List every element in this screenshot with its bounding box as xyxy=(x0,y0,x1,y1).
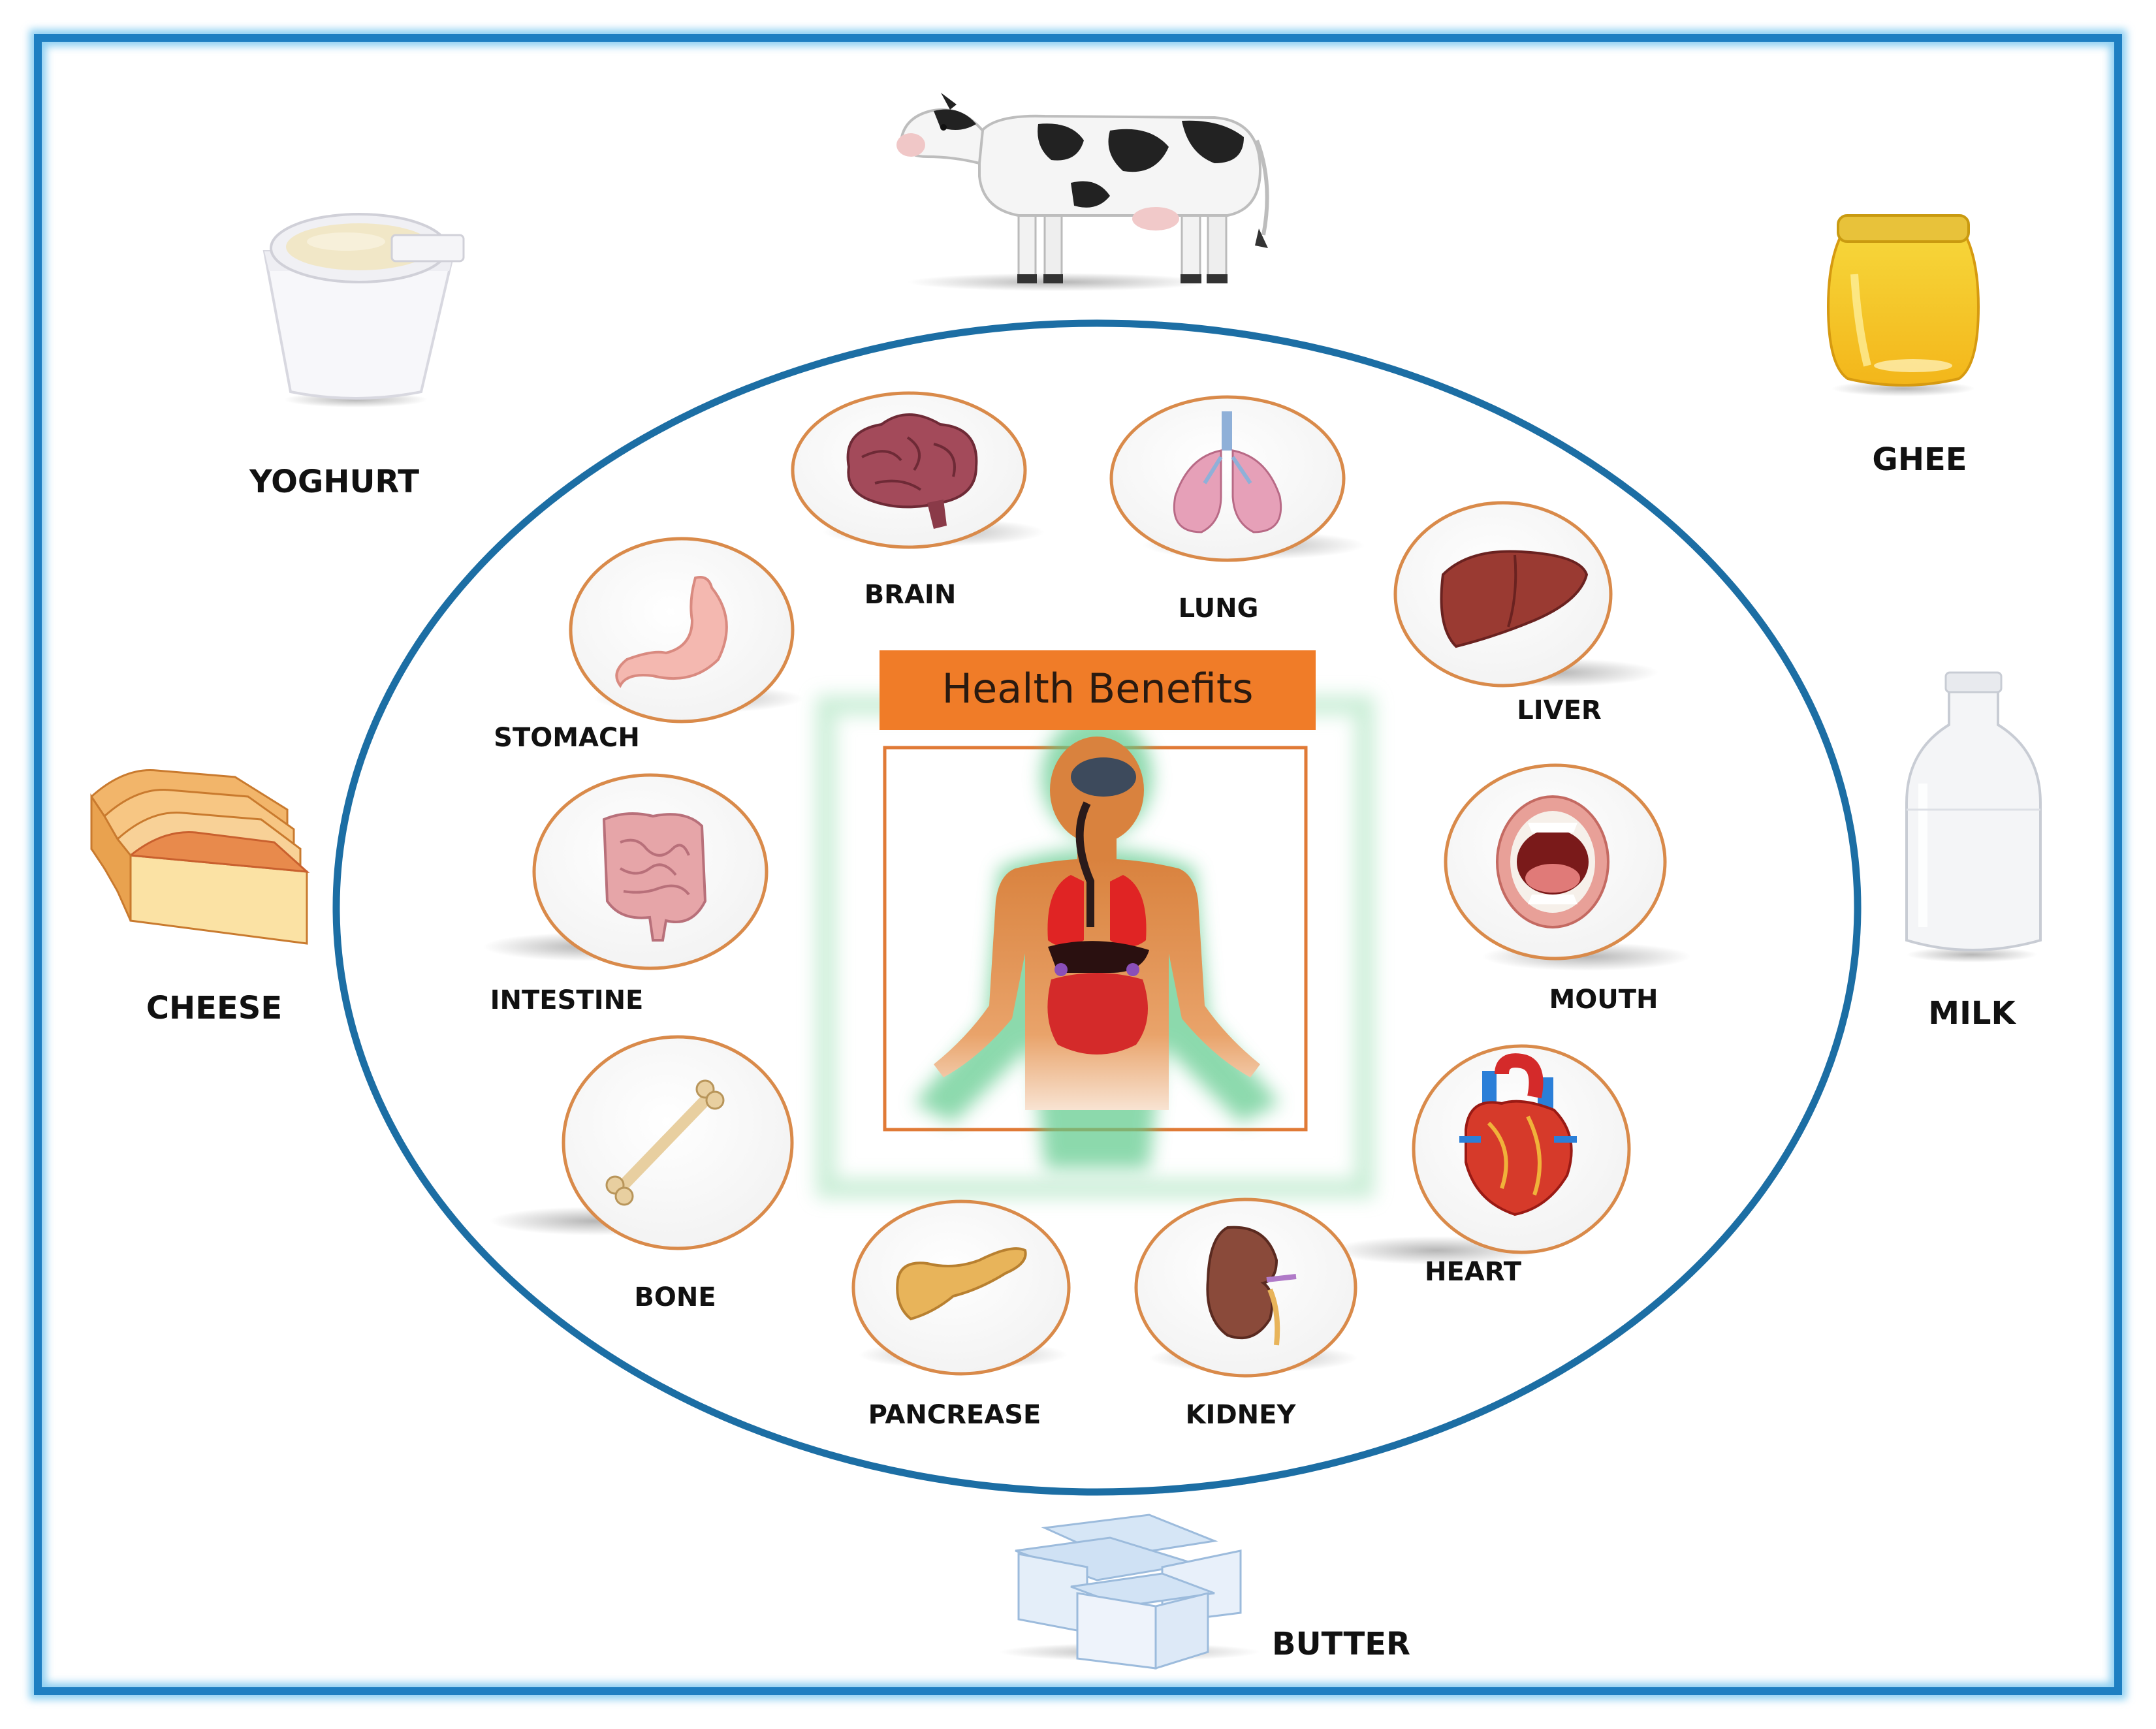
pancreas-icon xyxy=(896,1247,1027,1321)
human-body-panel: Health Benefits xyxy=(816,650,1374,1198)
diagram-title: Health Benefits xyxy=(942,665,1253,712)
lung-label: LUNG xyxy=(1179,594,1259,624)
outer-frame xyxy=(29,29,2127,1700)
heart-label: HEART xyxy=(1425,1257,1522,1287)
stomach-icon xyxy=(615,576,728,688)
bone-node xyxy=(490,1035,794,1250)
pancreas-label: PANCREASE xyxy=(868,1400,1041,1430)
brain-icon xyxy=(846,413,978,529)
liver-icon xyxy=(1440,550,1589,648)
ghee-jar-illustration xyxy=(1826,214,1980,396)
mouth-node xyxy=(1444,763,1691,971)
heart-icon xyxy=(1459,1053,1577,1216)
lung-node xyxy=(1109,395,1365,562)
bone-icon xyxy=(605,1079,725,1206)
yoghurt-label: YOGHURT xyxy=(249,464,419,500)
kidney-node xyxy=(1134,1198,1358,1378)
milk-label: MILK xyxy=(1928,995,2016,1032)
butter-label: BUTTER xyxy=(1272,1626,1410,1662)
title-banner xyxy=(880,650,1316,730)
human-body-figure xyxy=(934,737,1260,1110)
stomach-label: STOMACH xyxy=(494,723,640,753)
liver-label: LIVER xyxy=(1517,695,1601,725)
pancreas-node xyxy=(851,1199,1071,1376)
intestine-label: INTESTINE xyxy=(490,985,644,1015)
heart-node xyxy=(1332,1044,1631,1265)
cow-illustration xyxy=(896,93,1269,291)
kidney-label: KIDNEY xyxy=(1186,1400,1297,1430)
cheese-slices-illustration xyxy=(90,769,310,945)
central-ellipse xyxy=(332,319,1862,1496)
lung-icon xyxy=(1173,411,1282,533)
intestine-node xyxy=(483,773,769,970)
brain-node xyxy=(791,391,1045,549)
intestine-icon xyxy=(602,812,707,942)
mouth-icon xyxy=(1496,795,1609,928)
stomach-node xyxy=(569,537,803,723)
yoghurt-cup-illustration xyxy=(262,213,465,407)
brain-label: BRAIN xyxy=(864,580,957,610)
ghee-label: GHEE xyxy=(1872,441,1967,478)
cheese-label: CHEESE xyxy=(146,990,282,1026)
milk-bottle-illustration xyxy=(1905,671,2042,962)
butter-packs-illustration xyxy=(999,1514,1260,1670)
liver-node xyxy=(1393,501,1658,688)
bone-label: BONE xyxy=(634,1282,716,1312)
kidney-icon xyxy=(1206,1226,1297,1346)
mouth-label: MOUTH xyxy=(1549,985,1658,1015)
